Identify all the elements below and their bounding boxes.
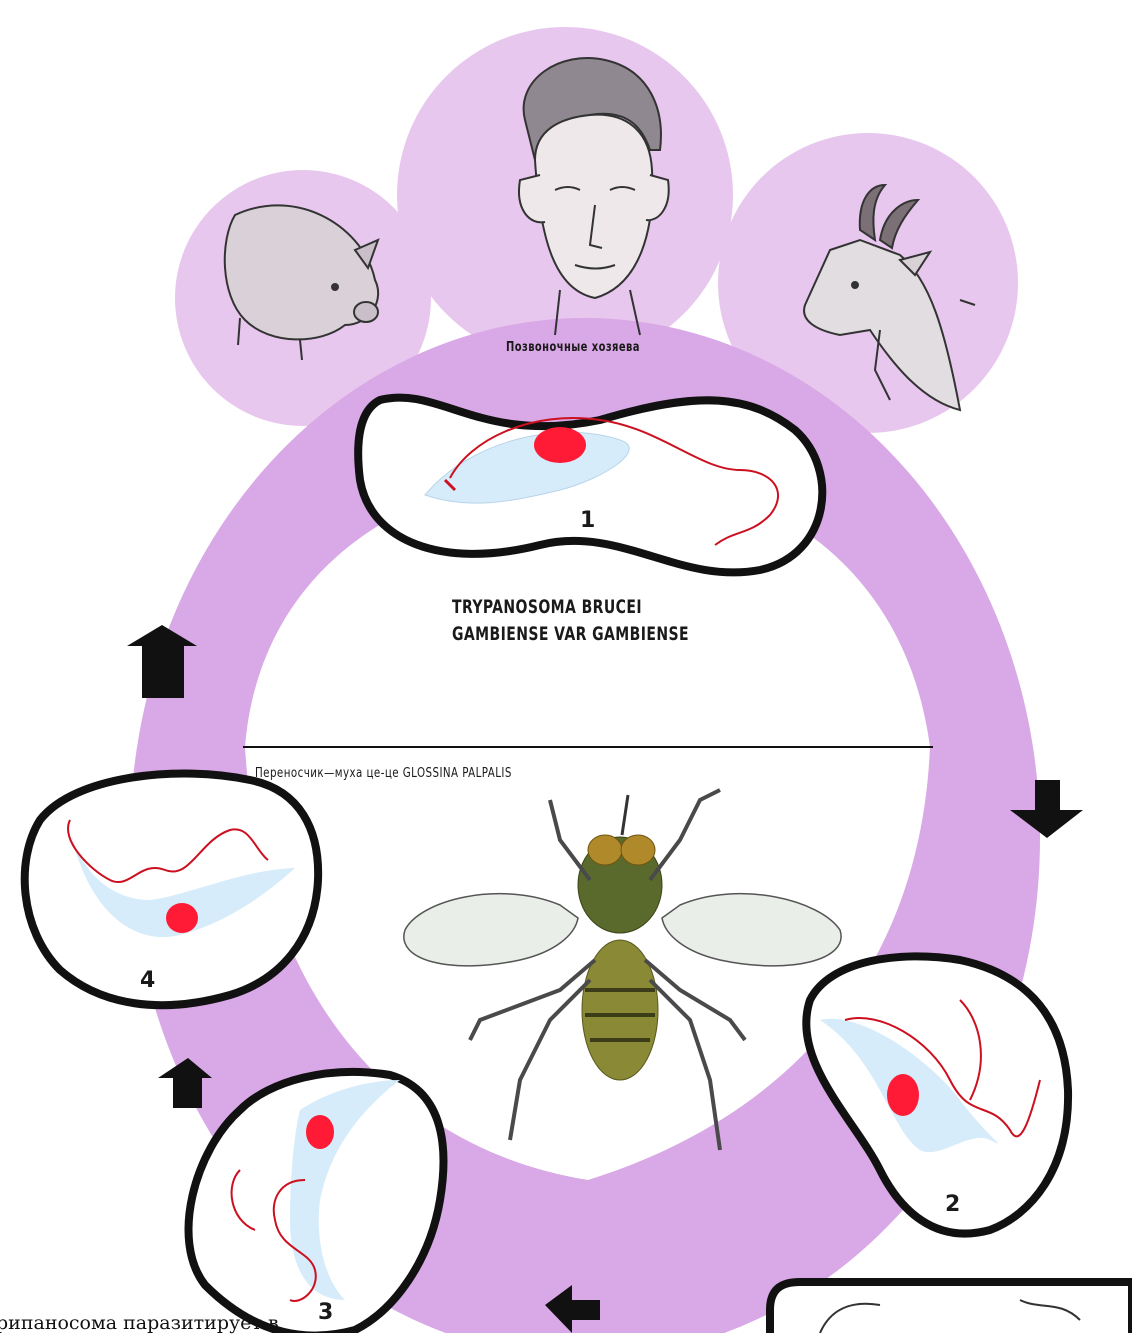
map-fragment bbox=[770, 1282, 1132, 1333]
stage-2-number: 2 bbox=[945, 1192, 961, 1217]
species-title: TRYPANOSOMA BRUCEI GAMBIENSE VAR GAMBIEN… bbox=[452, 594, 689, 648]
stage-3-number: 3 bbox=[318, 1300, 334, 1325]
species-line-1: TRYPANOSOMA BRUCEI bbox=[452, 594, 689, 621]
vertebrate-hosts-label: Позвоночные хозяева bbox=[506, 340, 640, 355]
stage-1-number: 1 bbox=[580, 508, 596, 533]
stage-4-number: 4 bbox=[140, 968, 156, 993]
species-line-2: GAMBIENSE VAR GAMBIENSE bbox=[452, 621, 689, 648]
vector-label: Переносчик—муха це-це GLOSSINA PALPALIS bbox=[255, 766, 512, 781]
bottom-caption: рипаносома паразитирует в bbox=[0, 1312, 279, 1334]
stage-4-frame bbox=[25, 773, 318, 1005]
